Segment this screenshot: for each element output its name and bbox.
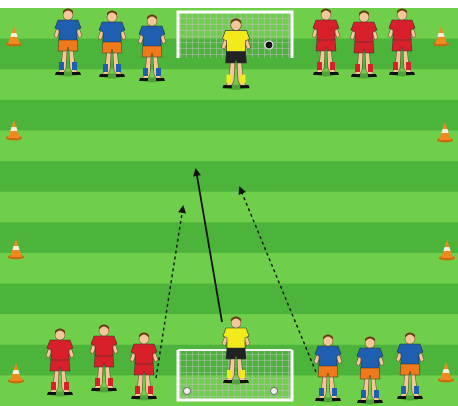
ball-top [265,41,273,49]
pitch-stripe [0,253,458,284]
pitch-stripe [0,192,458,223]
ball-bottom-left [184,388,191,395]
pitch-stripe [0,100,458,131]
pitch-stripe [0,161,458,192]
ball-bottom-right [271,388,278,395]
pitch-stripe [0,130,458,161]
pitch-stripe [0,222,458,253]
pitch-stripe [0,284,458,315]
